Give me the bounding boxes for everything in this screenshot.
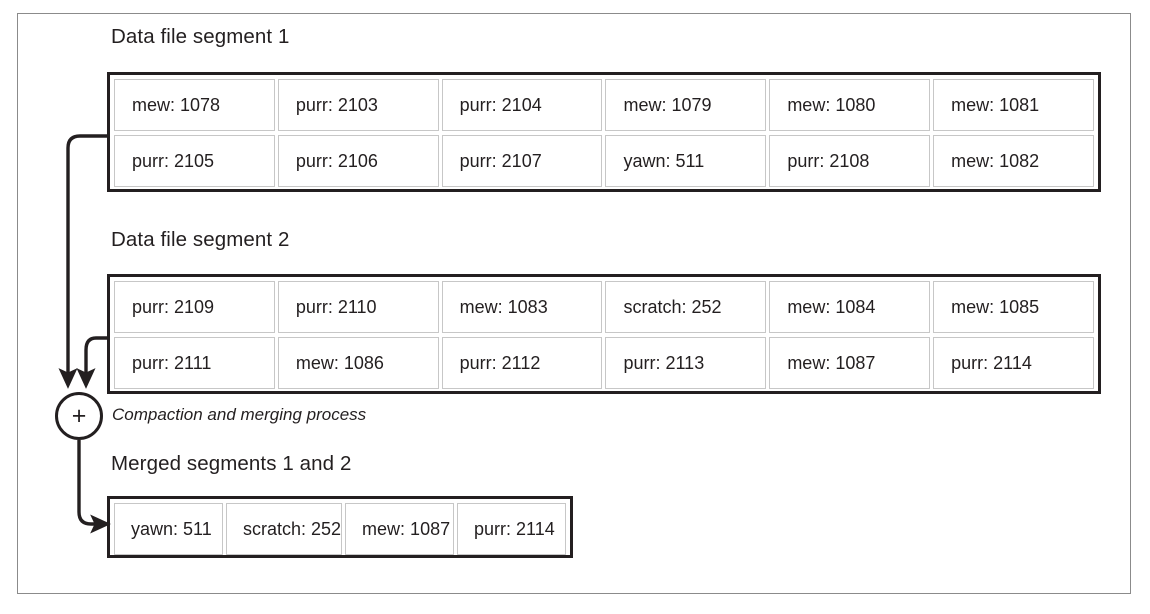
segment-1-table: mew: 1078 purr: 2103 purr: 2104 mew: 107… [107, 72, 1101, 192]
list-item: purr: 2109 [114, 281, 275, 333]
list-item: mew: 1079 [605, 79, 767, 131]
merged-segments-title: Merged segments 1 and 2 [111, 452, 352, 475]
list-item: yawn: 511 [605, 135, 767, 187]
list-item: mew: 1081 [933, 79, 1094, 131]
list-item: purr: 2108 [769, 135, 931, 187]
list-item: purr: 2105 [114, 135, 275, 187]
list-item: mew: 1080 [769, 79, 931, 131]
merged-segments-table: yawn: 511 scratch: 252 mew: 1087 purr: 2… [107, 496, 573, 558]
list-item: purr: 2113 [605, 337, 767, 389]
list-item: mew: 1084 [769, 281, 931, 333]
table-row: purr: 2109 purr: 2110 mew: 1083 scratch:… [114, 281, 1094, 333]
list-item: purr: 2110 [277, 281, 439, 333]
merge-node: + [55, 392, 103, 440]
segment-2-title: Data file segment 2 [111, 228, 290, 251]
list-item: purr: 2114 [457, 503, 567, 555]
list-item: purr: 2106 [277, 135, 439, 187]
list-item: purr: 2111 [114, 337, 275, 389]
list-item: mew: 1082 [933, 135, 1094, 187]
list-item: scratch: 252 [225, 503, 343, 555]
list-item: mew: 1086 [277, 337, 439, 389]
list-item: mew: 1087 [769, 337, 931, 389]
plus-circle-icon [55, 392, 103, 440]
plus-icon: + [71, 401, 87, 430]
list-item: scratch: 252 [605, 281, 767, 333]
list-item: mew: 1087 [345, 503, 455, 555]
list-item: purr: 2112 [441, 337, 603, 389]
list-item: purr: 2114 [933, 337, 1094, 389]
list-item: mew: 1078 [114, 79, 275, 131]
list-item: mew: 1083 [441, 281, 603, 333]
table-row: mew: 1078 purr: 2103 purr: 2104 mew: 107… [114, 79, 1094, 131]
segment-2-table: purr: 2109 purr: 2110 mew: 1083 scratch:… [107, 274, 1101, 394]
table-row: purr: 2111 mew: 1086 purr: 2112 purr: 21… [114, 337, 1094, 389]
list-item: purr: 2104 [441, 79, 603, 131]
list-item: mew: 1085 [933, 281, 1094, 333]
table-row: purr: 2105 purr: 2106 purr: 2107 yawn: 5… [114, 135, 1094, 187]
list-item: yawn: 511 [114, 503, 223, 555]
segment-1-title: Data file segment 1 [111, 25, 290, 48]
table-row: yawn: 511 scratch: 252 mew: 1087 purr: 2… [114, 503, 567, 555]
list-item: purr: 2107 [441, 135, 603, 187]
list-item: purr: 2103 [277, 79, 439, 131]
process-caption: Compaction and merging process [112, 405, 367, 424]
